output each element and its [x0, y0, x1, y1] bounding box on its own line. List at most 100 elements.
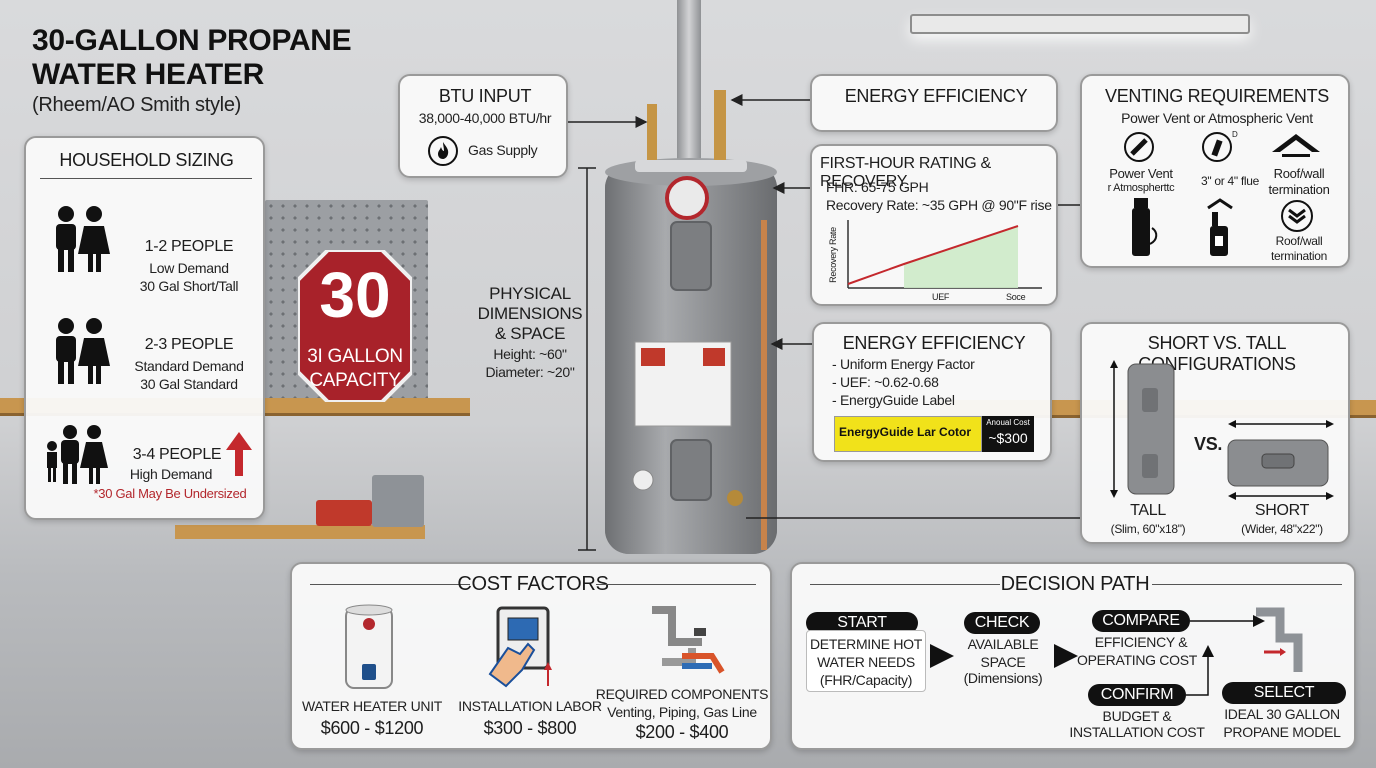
short-dim: (Wider, 48"x22") [1241, 522, 1323, 536]
compare-line1: EFFICIENCY & [1094, 634, 1188, 650]
family-icon [56, 318, 110, 384]
chart-xlabel-soce: Soce [1006, 292, 1026, 302]
cost-item1-label: WATER HEATER UNIT [301, 698, 443, 714]
water-heater-tank [605, 158, 777, 554]
flue-icon [1202, 132, 1232, 162]
btu-title: BTU INPUT [438, 86, 532, 106]
vs-label: VS. [1194, 434, 1223, 454]
venting-col3b-line2: termination [1270, 249, 1328, 263]
first-hour-title: FIRST-HOUR RATING & RECOVERY [820, 155, 991, 190]
physical-line2: DIMENSIONS [477, 304, 583, 323]
toolbox-gray [372, 475, 424, 527]
cost-item1-price: $600 - $1200 [320, 718, 424, 738]
btu-value: 38,000-40,000 BTU/hr [418, 110, 552, 126]
decision-path-panel: DECISION PATH START DETERMINE HOT WATER … [790, 562, 1356, 750]
venting-subtitle: Power Vent or Atmospheric Vent [1121, 110, 1313, 126]
energy-efficiency-panel: ENERGY EFFICIENCY - Uniform Energy Facto… [812, 322, 1052, 462]
cost-divider-right [596, 584, 756, 585]
start-line3: (FHR/Capacity) [819, 672, 913, 688]
venting-title: VENTING REQUIREMENTS [1104, 86, 1330, 106]
select-pill: SELECT [1222, 682, 1346, 704]
flue-heater-icon [1207, 198, 1233, 256]
select-line2: PROPANE MODEL [1223, 724, 1341, 740]
physical-line1: PHYSICAL [489, 284, 571, 303]
flue-mark: D [1232, 130, 1238, 139]
toolbox-red [316, 500, 372, 526]
confirm-line2: INSTALLATION COST [1069, 724, 1205, 740]
cost-title: COST FACTORS [457, 573, 609, 595]
household-row1-demand: Low Demand [149, 260, 229, 276]
energy-item3: - EnergyGuide Label [832, 392, 955, 408]
cost-factors-panel: COST FACTORS WATER HEATER UNIT $600 - $1… [290, 562, 772, 750]
venting-col2: 3" or 4" flue [1201, 174, 1259, 188]
household-sizing-panel: HOUSEHOLD SIZING 1-2 PEOPLE Low Demand 3… [24, 136, 265, 520]
decision-divider-right [1152, 584, 1342, 585]
select-pipe-icon [1256, 607, 1303, 672]
confirm-pill: CONFIRM [1088, 684, 1186, 706]
pipe-icon [652, 606, 725, 674]
energyguide-label: EnergyGuide Lar Cotor [834, 416, 982, 452]
vent-pipe [677, 0, 701, 160]
capacity-number: 30 [319, 259, 391, 331]
check-pill: CHECK [964, 612, 1040, 634]
vent-icon [1124, 132, 1154, 162]
household-row2-size: 30 Gal Standard [140, 376, 238, 392]
energy-mid-title: ENERGY EFFICIENCY [842, 333, 1026, 353]
compare-line2: OPERATING COST [1077, 652, 1197, 668]
physical-diameter: Diameter: ~20" [485, 364, 575, 380]
household-title: HOUSEHOLD SIZING [59, 150, 234, 170]
hand-icon [488, 606, 552, 688]
energy-top-title: ENERGY EFFICIENCY [844, 86, 1028, 106]
household-row3-size: *30 Gal May Be Undersized [93, 486, 247, 501]
short-label: SHORT [1254, 502, 1310, 519]
energy-item2: - UEF: ~0.62-0.68 [832, 374, 939, 390]
cost-item3-label: REQUIRED COMPONENTS [595, 686, 769, 702]
capacity-line1: 3I GALLON [307, 346, 403, 367]
household-divider [40, 178, 252, 179]
recovery-chart [847, 220, 1042, 289]
chart-ylabel: Recovery Rate [828, 227, 838, 283]
household-row1-people: 1-2 PEOPLE [144, 238, 234, 255]
venting-col1-line2: r Atmospherttc [1107, 182, 1175, 194]
tall-heater-icon [1110, 360, 1175, 498]
page-title-line2: WATER HEATER [32, 58, 264, 91]
first-hour-panel: FIRST-HOUR RATING & RECOVERY FHR: 65-75 … [810, 144, 1058, 306]
short-tall-title: SHORT VS. TALL CONFIGURATIONS [1138, 333, 1296, 374]
check-line3: (Dimensions) [963, 670, 1043, 686]
annual-cost-value: ~$300 [988, 430, 1028, 446]
power-vent-unit-icon [1132, 198, 1158, 256]
family-icon [47, 425, 108, 484]
household-row1-size: 30 Gal Short/Tall [139, 278, 239, 294]
energy-efficiency-top-panel: ENERGY EFFICIENCY [810, 74, 1058, 132]
decision-arrows [930, 615, 1265, 696]
relief-valve [714, 90, 726, 160]
short-heater-icon [1227, 420, 1334, 500]
gas-supply-label: Gas Supply [468, 142, 538, 158]
short-tall-panel: SHORT VS. TALL CONFIGURATIONS VS. TALL (… [1080, 322, 1350, 544]
check-line2: SPACE [980, 654, 1026, 670]
cost-item3-sub: Venting, Piping, Gas Line [607, 704, 757, 720]
annual-cost-label: Anoual Cost [986, 418, 1030, 427]
cost-item3-price: $200 - $400 [635, 722, 729, 742]
ceiling-light [910, 14, 1250, 34]
flame-icon [428, 136, 458, 166]
cost-divider-left [310, 584, 470, 585]
venting-col3b-line1: Roof/wall [1275, 234, 1323, 248]
capacity-line2: CAPACITY [309, 370, 401, 391]
select-line1: IDEAL 30 GALLON [1224, 706, 1340, 722]
start-pill: START [806, 612, 918, 634]
household-row2-people: 2-3 PEOPLE [144, 336, 234, 353]
btu-input-panel: BTU INPUT 38,000-40,000 BTU/hr Gas Suppl… [398, 74, 568, 178]
gas-pipe [647, 104, 657, 160]
household-row3-people: 3-4 PEOPLE [132, 446, 222, 463]
workbench-left-shelf [175, 525, 425, 539]
energyguide-label-text: EnergyGuide Lar Cotor [839, 425, 972, 439]
first-hour-fhr: FHR: 65-75 GPH [826, 179, 929, 195]
venting-col3-line2: termination [1268, 182, 1330, 197]
household-row2-demand: Standard Demand [134, 358, 244, 374]
tall-label: TALL [1130, 502, 1166, 519]
first-hour-recovery: Recovery Rate: ~35 GPH @ 90"F rise [826, 197, 1052, 213]
decision-title: DECISION PATH [1000, 573, 1150, 595]
start-box [806, 630, 926, 692]
